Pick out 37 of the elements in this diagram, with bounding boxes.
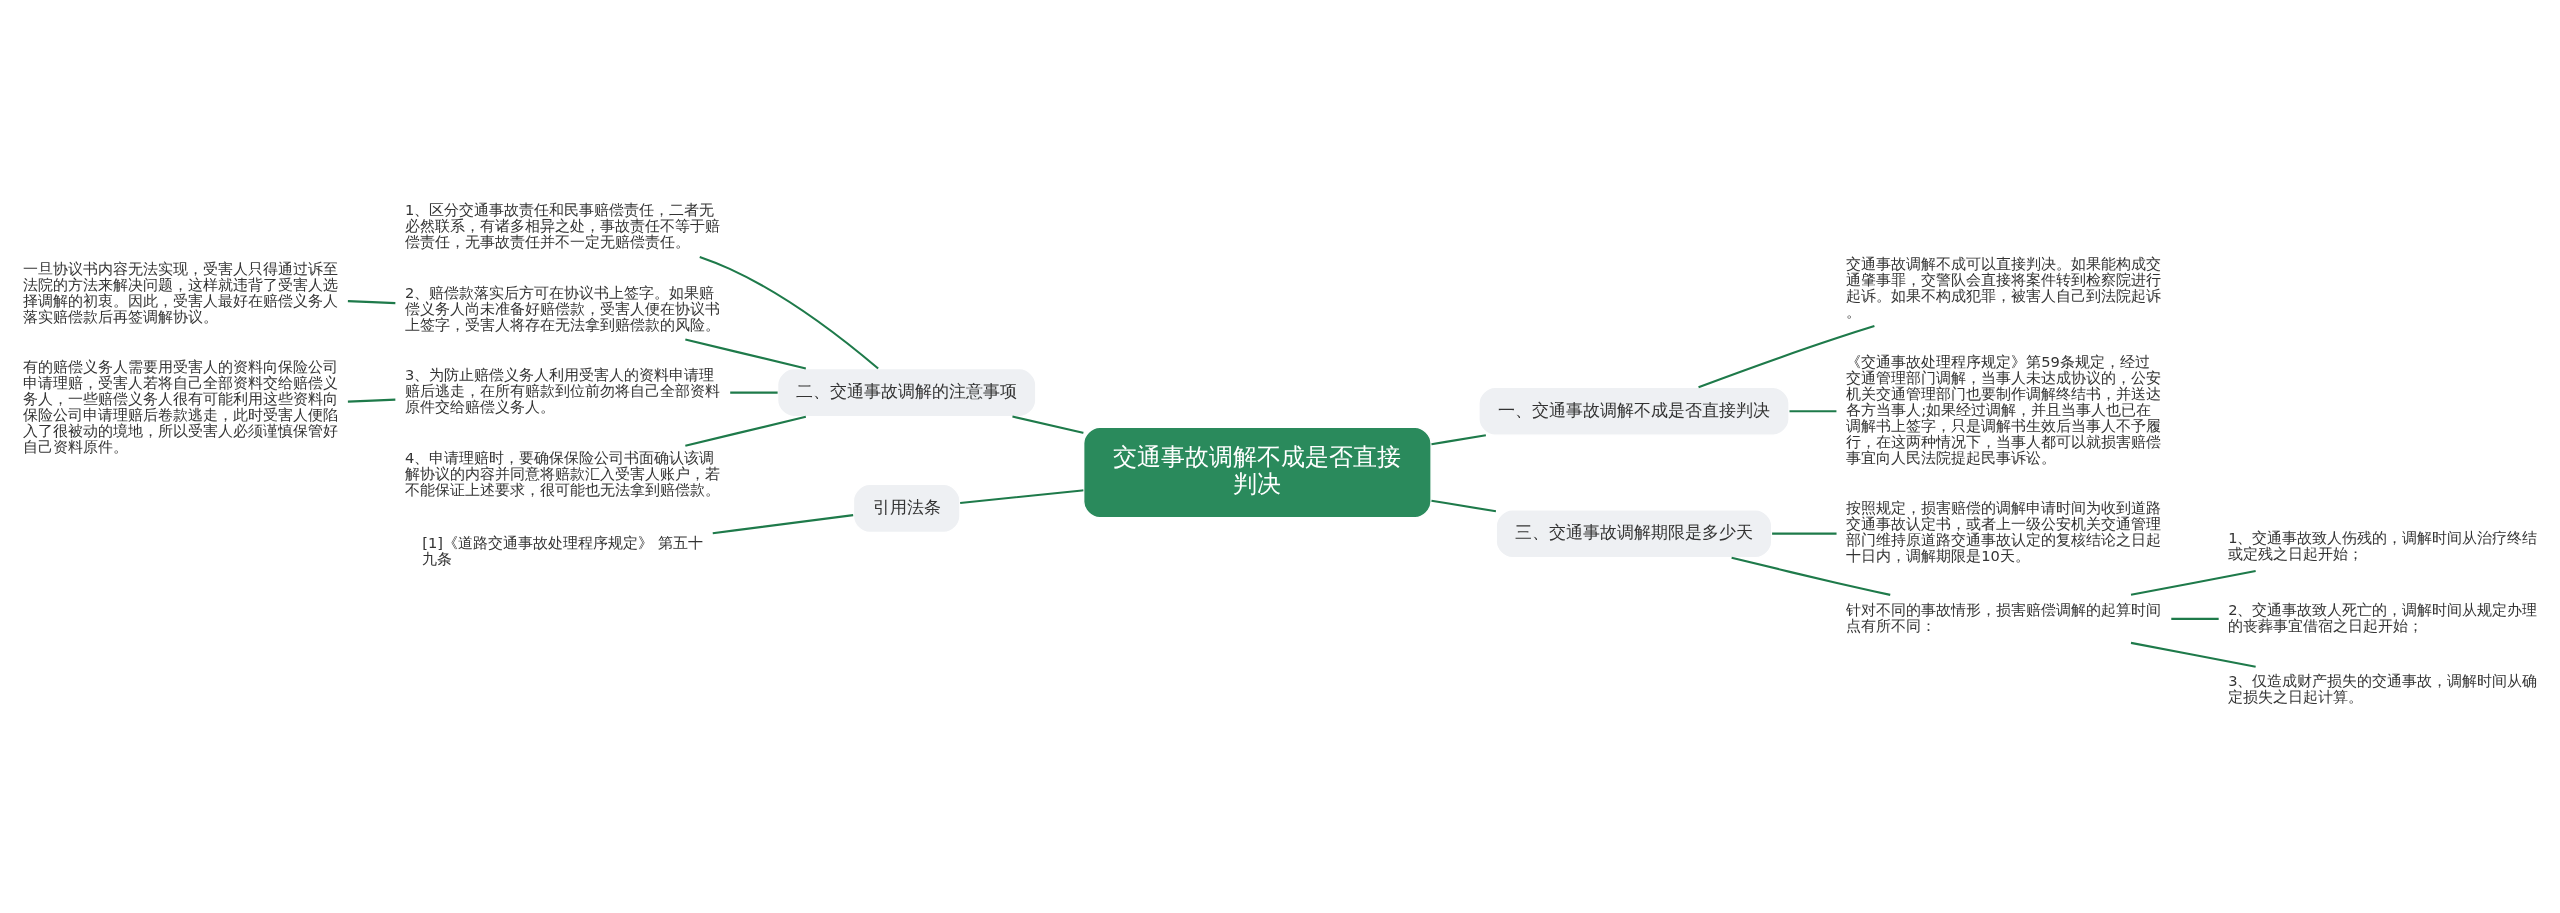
node-text: 有的赔偿义务人需要用受害人的资料向保险公司申请理赔，受害人若将自己全部资料交给赔偿义务人，一些赔偿义务人很有可能利用这些资料向保险公司申请理赔后卷款逃走，此时受害人便陷入了很被动的境地，所以受害人必须谨慎保管好自己资料原件。	[23, 358, 339, 456]
connector	[1772, 532, 1837, 535]
node-text: 《交通事故处理程序规定》第59条规定，经过交通管理部门调解，当事人未达成协议的，公安机关交通管理部门也要制作调解终结书，并送达各方当事人;如果经过调解，并且当事人也已在调解书上签字，只是调解书生效后当事人不予履行，在这两种情况下，当事人都可以就损害赔偿事宜向人民法院提起民事诉讼。	[1846, 353, 2162, 466]
node-text: 4、申请理赔时，要确保保险公司书面确认该调解协议的内容并同意将赔款汇入受害人账户，若不能保证上述要求，很可能也无法拿到赔偿款。	[404, 448, 720, 498]
node-box: 交通事故调解不成是否直接判决	[1083, 426, 1432, 519]
node-box: 引用法条	[852, 483, 961, 534]
connector	[712, 514, 854, 535]
node-text: 交通事故调解不成可以直接判决。如果能构成交通肇事罪，交警队会直接将案件转到检察院进行起诉。如果不构成犯罪，被害人自己到法院起诉。	[1846, 254, 2162, 320]
node-text: 一旦协议书内容无法实现，受害人只得通过诉至法院的方法来解决问题，这样就违背了受害人选择调解的初衷。因此，受害人最好在赔偿义务人落实赔偿款后再签调解协议。	[23, 259, 339, 325]
connector	[685, 338, 807, 370]
connector	[1431, 499, 1497, 513]
connector	[2130, 569, 2256, 596]
node-text: 2、交通事故致人死亡的，调解时间从规定办理的丧葬事宜借宿之日起开始；	[2228, 600, 2538, 634]
connector	[960, 489, 1084, 505]
connector	[347, 300, 396, 305]
connector	[685, 415, 807, 447]
connector	[1731, 556, 1891, 596]
node-box: 三、交通事故调解期限是多少天	[1495, 509, 1773, 559]
node-text: 1、交通事故致人伤残的，调解时间从治疗终结或定残之日起开始；	[2228, 528, 2538, 562]
node-text: 针对不同的事故情形，损害赔偿调解的起算时间点有所不同：	[1846, 600, 2162, 634]
connector	[1698, 325, 1875, 389]
connector	[699, 255, 879, 370]
node-text: [1]《道路交通事故处理程序规定》 第五十九条	[422, 534, 703, 568]
connector	[1431, 434, 1487, 446]
connector	[1789, 410, 1837, 413]
connector	[2171, 617, 2219, 620]
node-text: 2、赔偿款落实后方可在协议书上签字。如果赔偿义务人尚未准备好赔偿款，受害人便在协议书上签字，受害人将存在无法拿到赔偿款的风险。	[404, 283, 720, 333]
node-text: 3、为防止赔偿义务人利用受害人的资料申请理赔后逃走，在所有赔款到位前勿将自己全部资料原件交给赔偿义务人。	[404, 366, 720, 416]
node-box: 一、交通事故调解不成是否直接判决	[1478, 386, 1790, 436]
connector	[1012, 415, 1084, 434]
node-text: 1、区分交通事故责任和民事赔偿责任，二者无必然联系，有诸多相异之处，事故责任不等于赔偿责任，无事故责任并不一定无赔偿责任。	[404, 201, 720, 251]
connector	[2130, 641, 2256, 668]
connector	[730, 391, 778, 394]
connector	[347, 398, 396, 403]
node-box: 二、交通事故调解的注意事项	[776, 368, 1037, 418]
node-text: 3、仅造成财产损失的交通事故，调解时间从确定损失之日起计算。	[2228, 672, 2538, 706]
node-text: 按照规定，损害赔偿的调解申请时间为收到道路交通事故认定书，或者上一级公安机关交通管理部门维持原道路交通事故认定的复核结论之日起十日内，调解期限是10天。	[1846, 499, 2162, 565]
